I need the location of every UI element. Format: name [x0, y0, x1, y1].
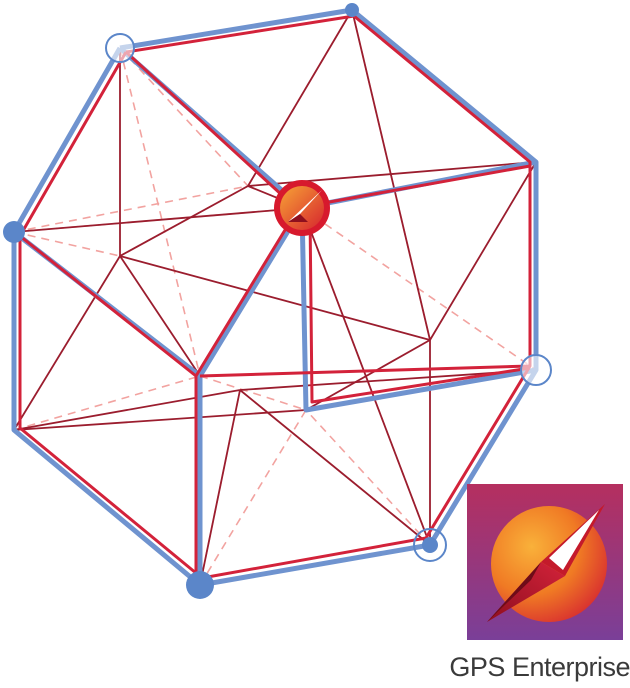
node-bottom: [186, 571, 214, 599]
center-compass-badge: [274, 180, 330, 236]
node-upper-left-ring: [105, 33, 135, 63]
outer-frame-red: [18, 14, 532, 580]
app-name-label: GPS Enterprise: [449, 652, 630, 682]
app-icon-tile: [467, 484, 623, 640]
node-lower-right: [422, 537, 438, 553]
node-right-ring: [520, 354, 552, 386]
node-lower-right-ring: [413, 528, 447, 562]
compass-icon: [467, 484, 623, 640]
compass-needle-icon: [288, 190, 322, 222]
node-top: [345, 3, 359, 17]
node-left: [3, 221, 25, 243]
node-markers: [3, 3, 552, 599]
